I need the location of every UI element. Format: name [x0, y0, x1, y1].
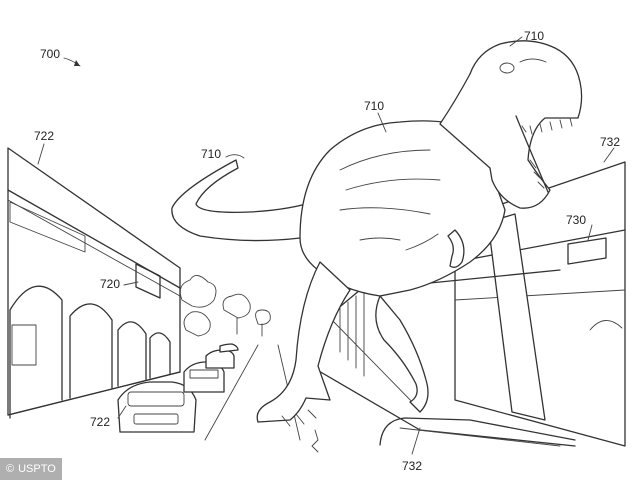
label-710-body: 710: [364, 99, 384, 113]
cars: [117, 343, 239, 433]
leader-lines: [37, 36, 615, 455]
right-sign: [567, 237, 607, 265]
label-710-head: 710: [524, 29, 544, 43]
label-730: 730: [566, 213, 586, 227]
credit-text: USPTO: [18, 463, 56, 475]
label-732-top: 732: [600, 135, 620, 149]
t-rex: [171, 40, 583, 427]
copyright-symbol: ©: [6, 463, 15, 475]
left-sign: [135, 263, 161, 299]
label-710-tail: 710: [201, 147, 221, 161]
trees: [179, 275, 271, 337]
source-credit-badge: © USPTO: [0, 458, 62, 480]
left-building: [7, 147, 181, 419]
reference-labels: 700 710 710 710 722 720 730 732 722 732: [34, 29, 620, 473]
label-720: 720: [100, 277, 120, 291]
label-722-bottom: 722: [90, 415, 110, 429]
label-722-top: 722: [34, 129, 54, 143]
figure-number-label: 700: [40, 47, 60, 61]
label-732-bottom: 732: [402, 459, 422, 473]
